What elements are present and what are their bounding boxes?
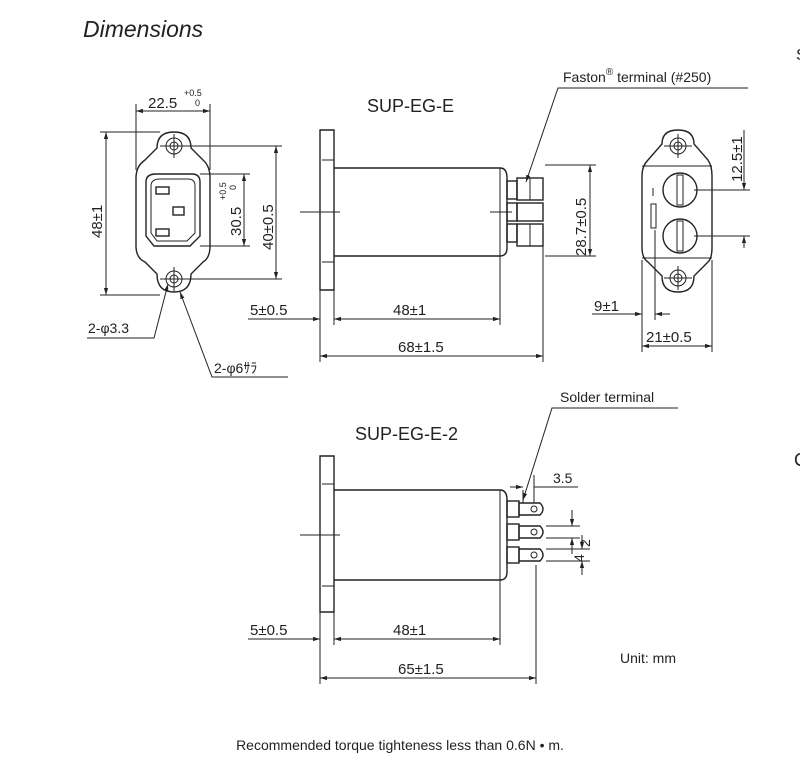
bottom-body — [334, 489, 508, 581]
page-title: Dimensions — [83, 16, 204, 42]
rear-view: 12.5±1 9±1 21±0.5 — [592, 129, 750, 352]
rear-terminal-circle-1 — [662, 172, 698, 208]
rear-width-label: 21±0.5 — [646, 329, 692, 346]
faston-terminal-2 — [516, 202, 544, 222]
front-width-tol-plus: +0.5 — [184, 88, 202, 98]
bottom-flange — [319, 455, 335, 613]
countersink-callout: 2-φ6ｻﾗ — [214, 360, 257, 376]
terminal-height-label: 28.7±0.5 — [573, 198, 590, 256]
front-width-label: 22.5 — [148, 95, 177, 112]
model-top-label: SUP-EG-E — [367, 96, 454, 116]
rear-terminal-circle-2 — [662, 218, 698, 254]
torque-note: Recommended torque tighteness less than … — [236, 737, 564, 753]
unit-label: Unit: mm — [620, 650, 676, 666]
inlet-pin-earth — [172, 206, 185, 216]
terminal-spacing-label: 3.5 — [553, 470, 573, 486]
side-view-top: SUP-EG-E Faston® terminal (#250) 28.7±0.… — [248, 67, 748, 362]
solder-terminal-3 — [518, 548, 544, 562]
terminal-height-label-bottom: 4 — [571, 554, 587, 562]
inlet-pin-neutral — [155, 228, 170, 237]
top-body — [334, 167, 508, 257]
front-width-tol-zero: 0 — [195, 98, 200, 108]
rear-height-label: 12.5±1 — [729, 136, 746, 182]
front-height-label: 48±1 — [89, 205, 106, 238]
bottom-total-length-label: 65±1.5 — [398, 661, 444, 678]
terminal-gap-label: 2 — [577, 539, 593, 547]
front-view: 22.5 +0.5 0 48±1 30.5 +0.5 0 40±0.5 2-φ3… — [87, 88, 288, 378]
inner-height-label: 30.5 — [228, 207, 245, 236]
top-flange-label: 5±0.5 — [250, 302, 287, 319]
bottom-flange-label: 5±0.5 — [250, 622, 287, 639]
edge-mark-s: S — [796, 47, 800, 64]
inner-tol-zero: 0 — [228, 185, 238, 190]
side-view-bottom: SUP-EG-E-2 Solder terminal 3.5 2 — [248, 389, 678, 684]
solder-terminal-1 — [518, 502, 544, 516]
solder-terminal-2 — [518, 525, 544, 539]
hole-callout: 2-φ3.3 — [88, 320, 129, 336]
bottom-body-length-label: 48±1 — [393, 622, 426, 639]
solder-callout: Solder terminal — [560, 389, 654, 405]
front-flange-outline — [135, 131, 211, 293]
rear-offset-label: 9±1 — [594, 298, 619, 315]
top-body-length-label: 48±1 — [393, 302, 426, 319]
iec-inlet-socket — [145, 173, 201, 247]
rear-flange-outline — [641, 129, 713, 293]
top-flange — [319, 129, 335, 291]
inner-tol-plus: +0.5 — [218, 182, 228, 200]
top-total-length-label: 68±1.5 — [398, 339, 444, 356]
model-bottom-label: SUP-EG-E-2 — [355, 424, 458, 444]
faston-callout: Faston® terminal (#250) — [563, 67, 711, 85]
edge-mark-c: C — [794, 450, 800, 470]
pitch-label: 40±0.5 — [260, 204, 277, 250]
inlet-pin-line — [155, 186, 170, 195]
